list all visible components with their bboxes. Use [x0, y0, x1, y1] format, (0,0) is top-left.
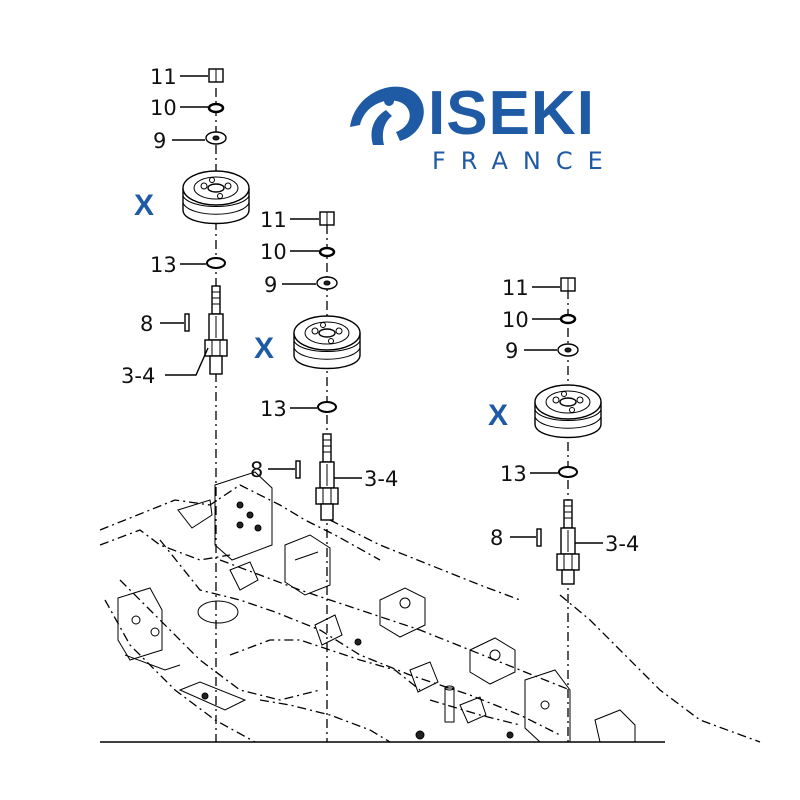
pulley-part: [534, 384, 602, 439]
key-part: [295, 460, 301, 479]
mower-deck-frame: [99, 471, 761, 743]
callout-key: 8: [250, 458, 263, 482]
lock-washer-part: [559, 313, 577, 325]
callout-nut: 11: [260, 208, 287, 232]
spindle-part: [556, 499, 580, 585]
callout-lock-washer: 10: [260, 240, 287, 264]
callout-spindle: 3-4: [121, 364, 155, 388]
key-part: [536, 528, 542, 547]
spacer-part: [558, 466, 578, 478]
callout-spacer: 13: [260, 397, 287, 421]
callout-spindle: 3-4: [605, 532, 639, 556]
key-part: [184, 313, 190, 332]
lock-washer-part: [318, 246, 336, 258]
iseki-logo-mark: [350, 86, 424, 145]
brand-subtitle: FRANCE: [432, 147, 618, 175]
callout-lock-washer: 10: [502, 308, 529, 332]
pulley-part: [293, 315, 361, 370]
callout-pulley-x: X: [488, 399, 508, 432]
callout-spacer: 13: [500, 462, 527, 486]
nut-part: [208, 68, 224, 83]
spindle-part: [204, 285, 228, 375]
spindle-assembly-middle: [293, 211, 361, 521]
callout-nut: 11: [502, 276, 529, 300]
callout-labels-middle: 11 10 9 X 13 8 3-4: [250, 208, 398, 491]
callout-pulley-x: X: [134, 189, 154, 222]
callout-key: 8: [490, 526, 503, 550]
brand-name: ISEKI: [428, 79, 595, 148]
callout-labels-left: 11 10 9 X 13 8 3-4: [121, 65, 177, 388]
pulley-part: [182, 170, 250, 225]
leader-lines: [160, 75, 603, 544]
iseki-logo: ISEKI FRANCE: [350, 79, 618, 175]
spacer-part: [206, 257, 226, 269]
nut-part: [560, 277, 576, 292]
callout-washer: 9: [505, 339, 518, 363]
washer-part: [557, 343, 579, 357]
callout-key: 8: [140, 312, 153, 336]
spindle-part: [315, 433, 339, 521]
callout-labels-right: 11 10 9 X 13 8 3-4: [488, 276, 639, 556]
callout-spacer: 13: [150, 253, 177, 277]
callout-lock-washer: 10: [150, 96, 177, 120]
callout-pulley-x: X: [254, 332, 274, 365]
callout-washer: 9: [153, 129, 166, 153]
callout-nut: 11: [150, 65, 177, 89]
callout-washer: 9: [264, 273, 277, 297]
washer-part: [316, 276, 338, 290]
lock-washer-part: [207, 102, 225, 114]
spindle-assembly-right: [534, 277, 602, 585]
spindle-assembly-left: [182, 68, 250, 375]
washer-part: [205, 131, 227, 145]
callout-spindle: 3-4: [364, 467, 398, 491]
nut-part: [319, 211, 335, 226]
spacer-part: [317, 401, 337, 413]
